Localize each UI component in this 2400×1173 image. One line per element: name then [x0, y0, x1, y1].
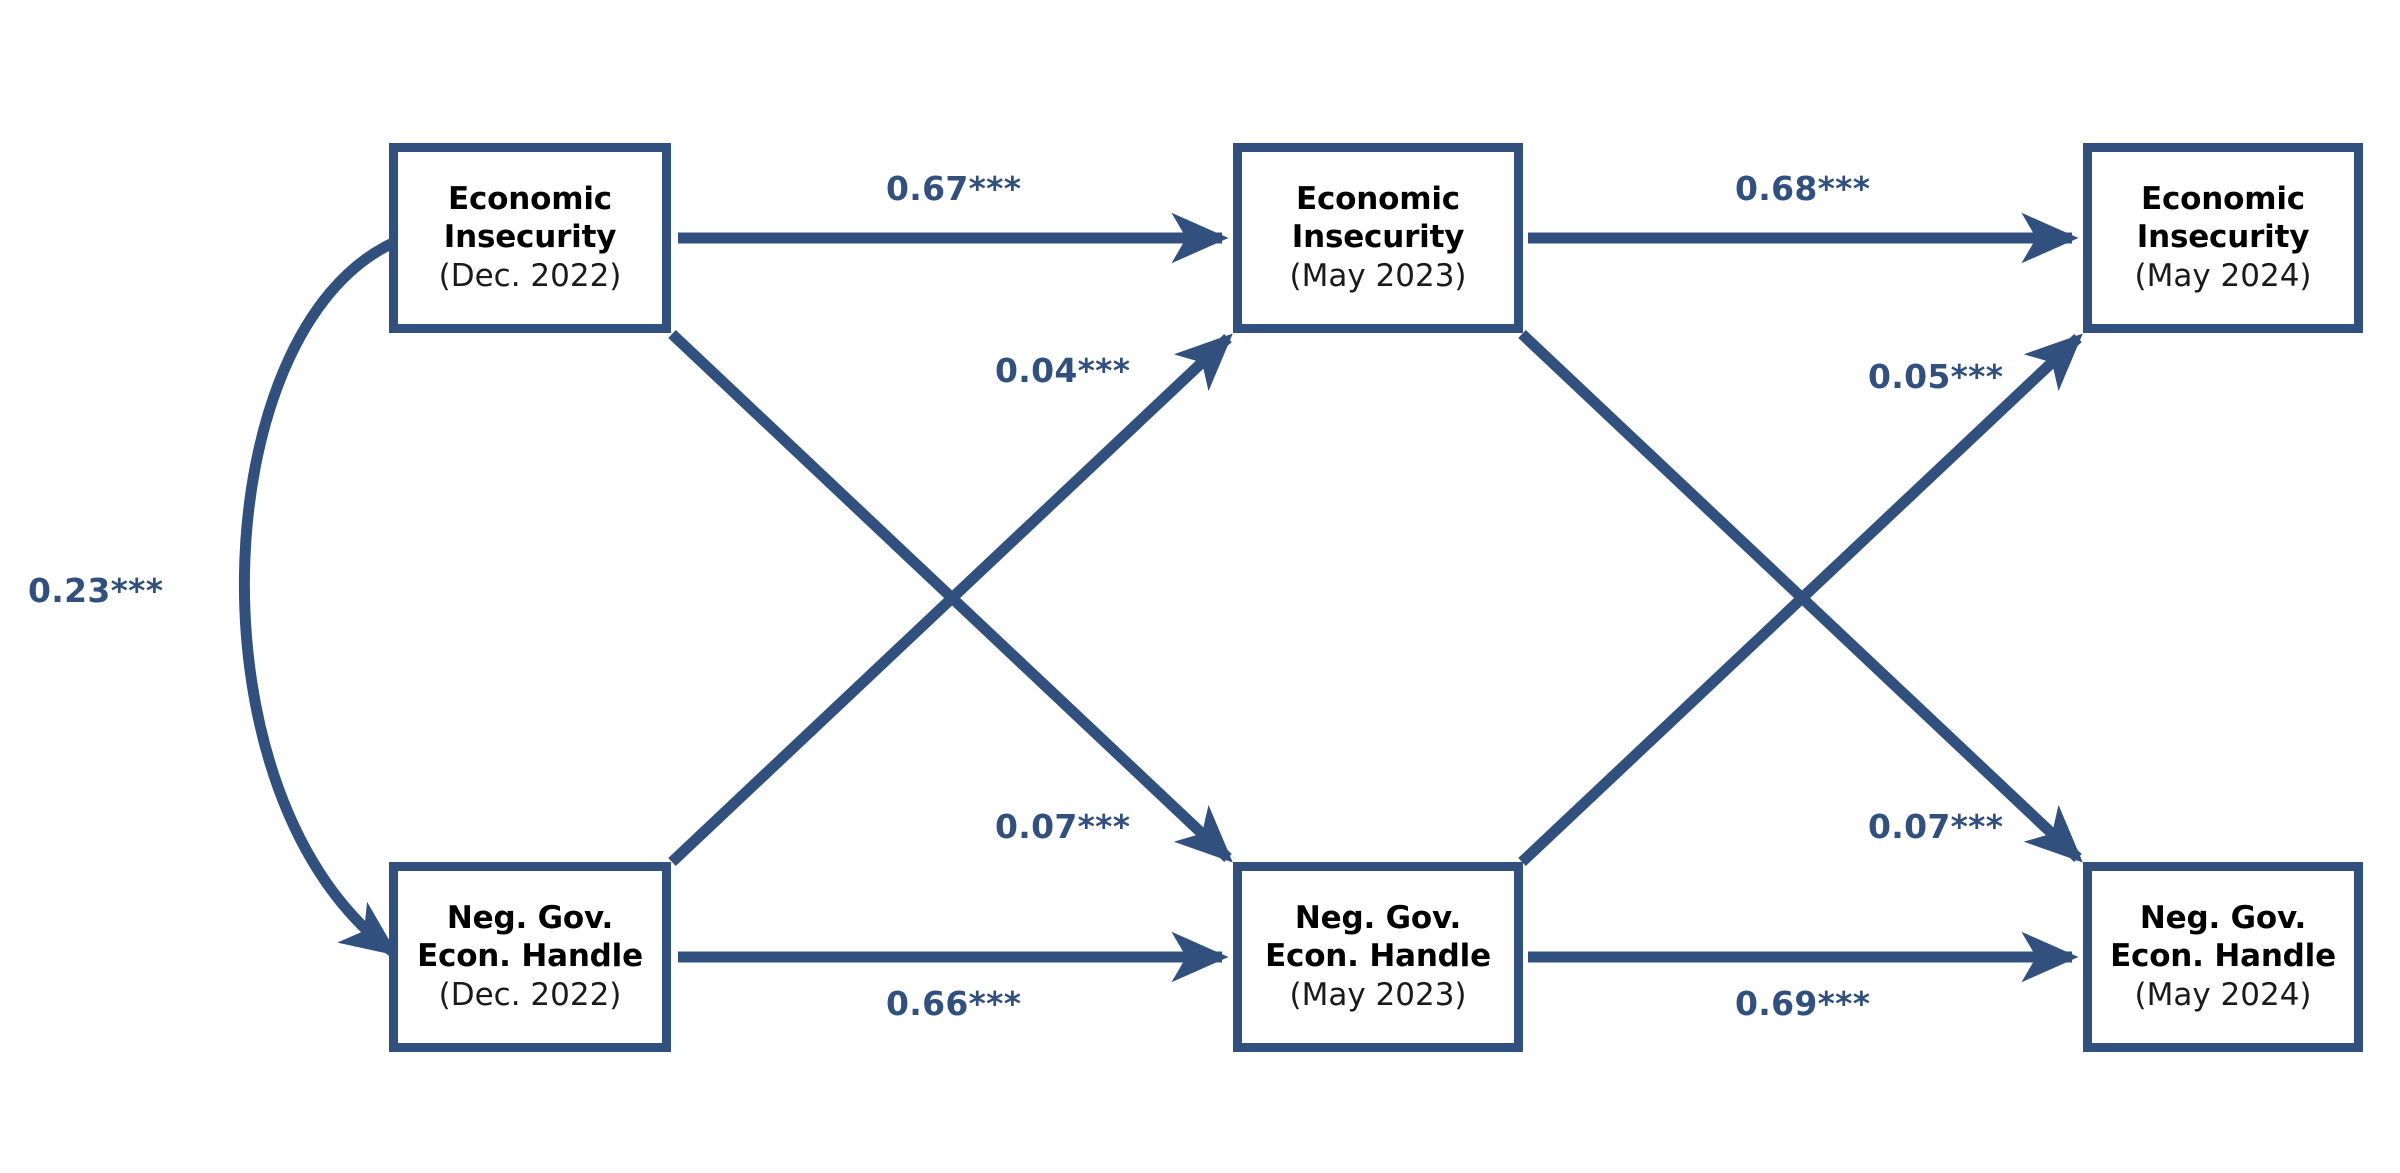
- path-label-ei1-gov2: 0.07***: [995, 807, 1131, 846]
- node-title-line-2: Econ. Handle: [2110, 938, 2336, 974]
- node-wave-label: (May 2023): [1289, 258, 1467, 294]
- node-wave-label: (May 2024): [2134, 258, 2312, 294]
- node-neg-gov-econ-handle-may-2023[interactable]: Neg. Gov. Econ. Handle (May 2023): [1233, 862, 1523, 1052]
- path-label-gov2-ei3: 0.05***: [1868, 357, 2004, 396]
- node-title-line-2: Insecurity: [1291, 219, 1465, 255]
- node-economic-insecurity-dec-2022[interactable]: Economic Insecurity (Dec. 2022): [389, 143, 671, 333]
- node-title-line-2: Insecurity: [2136, 219, 2310, 255]
- node-title-line-1: Economic: [1296, 181, 1460, 217]
- path-label-covariance-t1: 0.23***: [28, 571, 164, 610]
- path-label-ei2-gov3: 0.07***: [1868, 807, 2004, 846]
- node-title-line-1: Neg. Gov.: [446, 900, 614, 936]
- node-neg-gov-econ-handle-dec-2022[interactable]: Neg. Gov. Econ. Handle (Dec. 2022): [389, 862, 671, 1052]
- node-neg-gov-econ-handle-may-2024[interactable]: Neg. Gov. Econ. Handle (May 2024): [2083, 862, 2363, 1052]
- node-economic-insecurity-may-2024[interactable]: Economic Insecurity (May 2024): [2083, 143, 2363, 333]
- node-title-line-2: Econ. Handle: [417, 938, 643, 974]
- node-title-line-1: Neg. Gov.: [2139, 900, 2307, 936]
- path-label-gov2-gov3: 0.69***: [1735, 984, 1871, 1023]
- path-label-gov1-gov2: 0.66***: [886, 984, 1022, 1023]
- path-arrow-gov1-ei2: [668, 333, 1233, 867]
- path-label-ei2-ei3: 0.68***: [1735, 169, 1871, 208]
- node-title-line-1: Neg. Gov.: [1294, 900, 1462, 936]
- node-wave-label: (Dec. 2022): [438, 977, 622, 1013]
- path-arrow-covariance-t1: [238, 198, 450, 957]
- path-arrow-gov2-ei3: [1518, 333, 2083, 867]
- node-wave-label: (Dec. 2022): [438, 258, 622, 294]
- path-label-gov1-ei2: 0.04***: [995, 351, 1131, 390]
- node-economic-insecurity-may-2023[interactable]: Economic Insecurity (May 2023): [1233, 143, 1523, 333]
- path-label-ei1-ei2: 0.67***: [886, 169, 1022, 208]
- node-title-line-2: Econ. Handle: [1265, 938, 1491, 974]
- node-wave-label: (May 2024): [2134, 977, 2312, 1013]
- node-title-line-1: Economic: [448, 181, 612, 217]
- node-title-line-2: Insecurity: [443, 219, 617, 255]
- node-title-line-1: Economic: [2141, 181, 2305, 217]
- node-wave-label: (May 2023): [1289, 977, 1467, 1013]
